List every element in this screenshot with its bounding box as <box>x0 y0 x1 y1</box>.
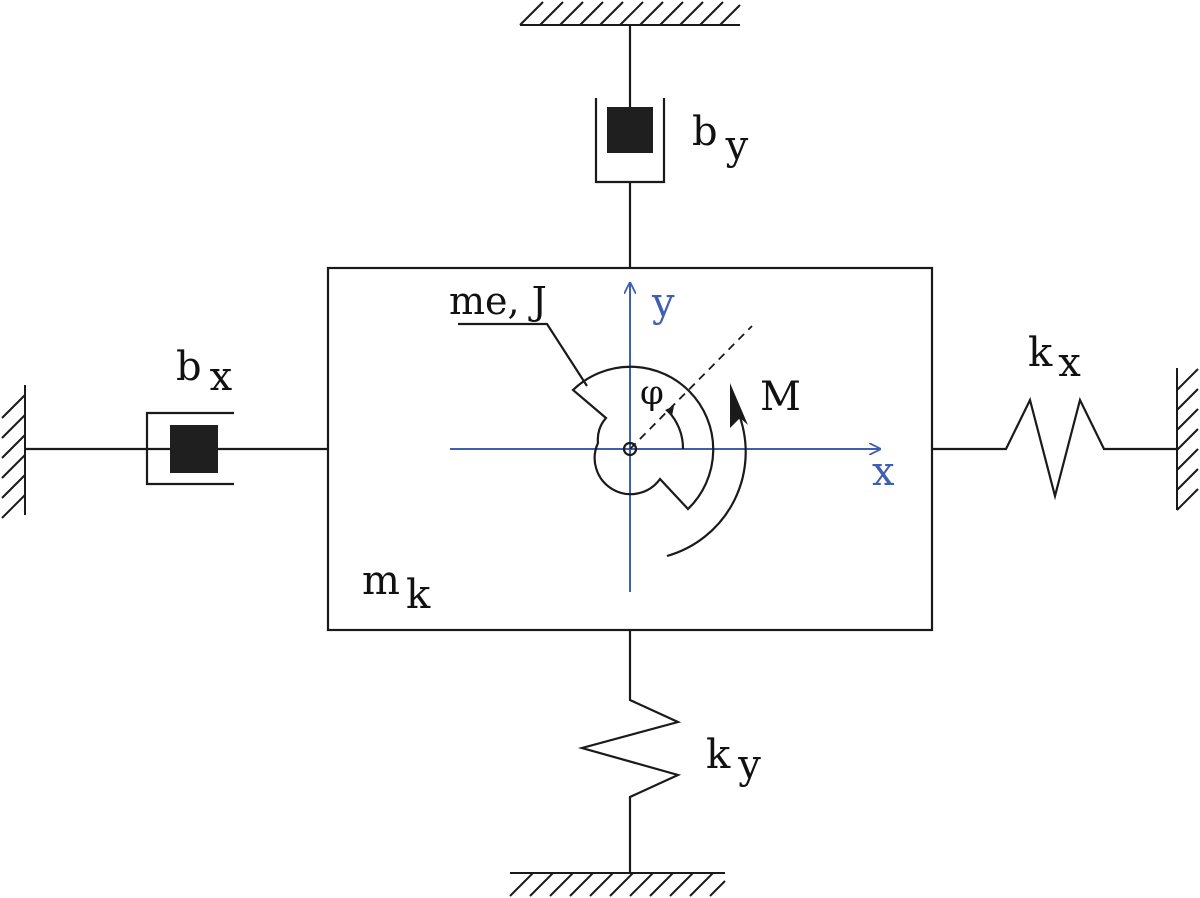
top-ground <box>519 1 741 26</box>
label-x-axis: x <box>872 449 895 495</box>
moment-arrow <box>666 383 748 558</box>
rotor-leader <box>458 322 588 387</box>
damper-by <box>594 25 666 268</box>
label-rotor: me, J <box>449 279 547 323</box>
bottom-ground <box>509 872 726 897</box>
spring-kx <box>932 396 1177 501</box>
label-y-axis: y <box>651 280 675 326</box>
label-phi: φ <box>640 373 664 413</box>
left-ground <box>1 385 26 519</box>
label-moment: M <box>760 374 801 420</box>
coordinate-axes <box>450 283 880 592</box>
right-ground <box>1176 368 1199 511</box>
damper-bx <box>25 411 328 486</box>
spring-ky <box>577 630 682 873</box>
rotor <box>571 325 753 511</box>
